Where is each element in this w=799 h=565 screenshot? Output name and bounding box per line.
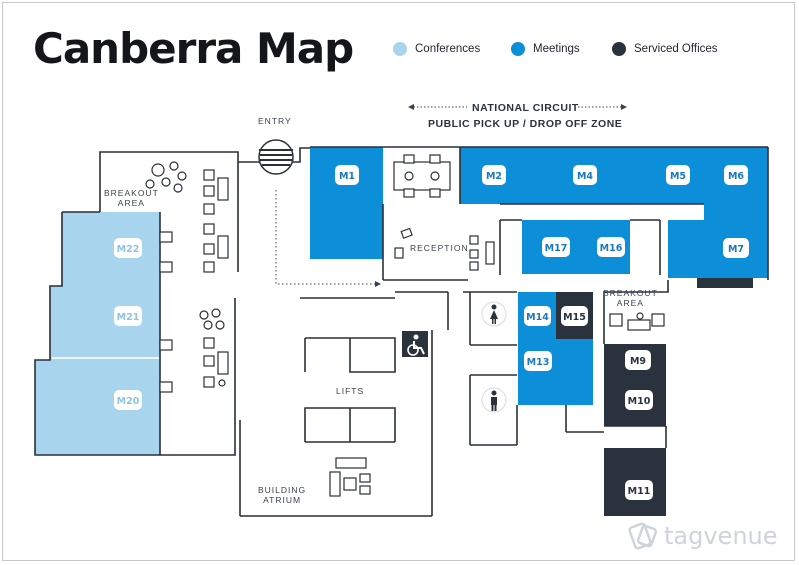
atrium-label: BUILDING ATRIUM [258, 485, 307, 505]
svg-text:M20: M20 [117, 396, 140, 407]
badge-m10: M10 [625, 390, 653, 410]
legend-label: Serviced Offices [634, 43, 718, 55]
svg-text:M22: M22 [117, 244, 140, 255]
female-toilet-icon [481, 301, 507, 327]
badge-m17: M17 [542, 237, 570, 257]
breakout-right-furniture [609, 312, 665, 331]
breakout-right-label: BREAKOUT AREA [603, 288, 658, 308]
legend-meetings: Meetings [511, 42, 580, 56]
reception-furniture [393, 154, 495, 271]
meetings-swatch [511, 42, 525, 56]
svg-text:M14: M14 [526, 312, 549, 323]
legend-label: Conferences [415, 43, 481, 55]
room-m13 [518, 339, 593, 405]
svg-text:M13: M13 [527, 357, 550, 368]
svg-text:M21: M21 [117, 312, 140, 323]
badge-m14: M14 [524, 306, 551, 326]
badge-m13: M13 [524, 351, 552, 371]
badge-m11: M11 [625, 480, 653, 500]
conferences-swatch [393, 42, 407, 56]
svg-text:M9: M9 [630, 356, 646, 367]
tagvenue-watermark: tagvenue [628, 521, 778, 551]
svg-text:M16: M16 [600, 243, 623, 254]
tagvenue-logo-icon [628, 522, 658, 550]
svg-text:M2: M2 [486, 171, 502, 182]
badge-m22: M22 [114, 238, 142, 258]
entry-label: ENTRY [258, 116, 292, 126]
room-m1 [310, 147, 383, 259]
reception-label: RECEPTION [410, 243, 469, 253]
badge-m20: M20 [114, 390, 142, 410]
badge-m7: M7 [723, 238, 749, 258]
serviced-offices-swatch [612, 42, 626, 56]
conference-rooms [35, 212, 160, 455]
accessible-icon [402, 331, 428, 357]
street-name: NATIONAL CIRCUIT [472, 102, 579, 114]
legend-serviced-offices: Serviced Offices [612, 42, 718, 56]
entry-door-icon [258, 139, 294, 175]
male-toilet-icon [481, 387, 507, 413]
badge-m1: M1 [335, 165, 359, 185]
page-title: Canberra Map [33, 24, 354, 73]
room-m7 [668, 220, 768, 278]
svg-text:M15: M15 [563, 312, 586, 323]
svg-text:M6: M6 [728, 171, 744, 182]
svg-text:M5: M5 [670, 171, 686, 182]
watermark-text: tagvenue [664, 522, 778, 550]
svg-text:M4: M4 [577, 171, 593, 182]
svg-text:M1: M1 [339, 171, 355, 182]
legend-conferences: Conferences [393, 42, 480, 56]
svg-text:M7: M7 [728, 244, 744, 255]
badge-m15: M15 [561, 306, 588, 326]
pickup-zone-label: PUBLIC PICK UP / DROP OFF ZONE [428, 118, 623, 130]
breakout-furniture [145, 161, 229, 393]
badge-m4: M4 [573, 165, 597, 185]
room-badges: M1 M2 M4 M5 M6 M7 M17 M16 M14 M15 M13 M9… [114, 165, 749, 500]
badge-m9: M9 [625, 350, 651, 370]
meeting-rooms [310, 147, 768, 405]
svg-text:M10: M10 [628, 396, 651, 407]
breakout-left-label: BREAKOUT AREA [104, 188, 159, 208]
legend-label: Meetings [533, 43, 580, 55]
lifts-label: LIFTS [336, 386, 365, 396]
svg-text:M11: M11 [628, 486, 651, 497]
room-m21 [50, 286, 160, 360]
badge-m21: M21 [114, 306, 142, 326]
badge-m6: M6 [724, 165, 748, 185]
badge-m16: M16 [597, 237, 625, 257]
badge-m5: M5 [666, 165, 690, 185]
atrium-furniture [329, 457, 371, 497]
room-m22 [62, 212, 160, 286]
svg-text:M17: M17 [545, 243, 568, 254]
walls [34, 146, 769, 517]
badge-m2: M2 [482, 165, 506, 185]
